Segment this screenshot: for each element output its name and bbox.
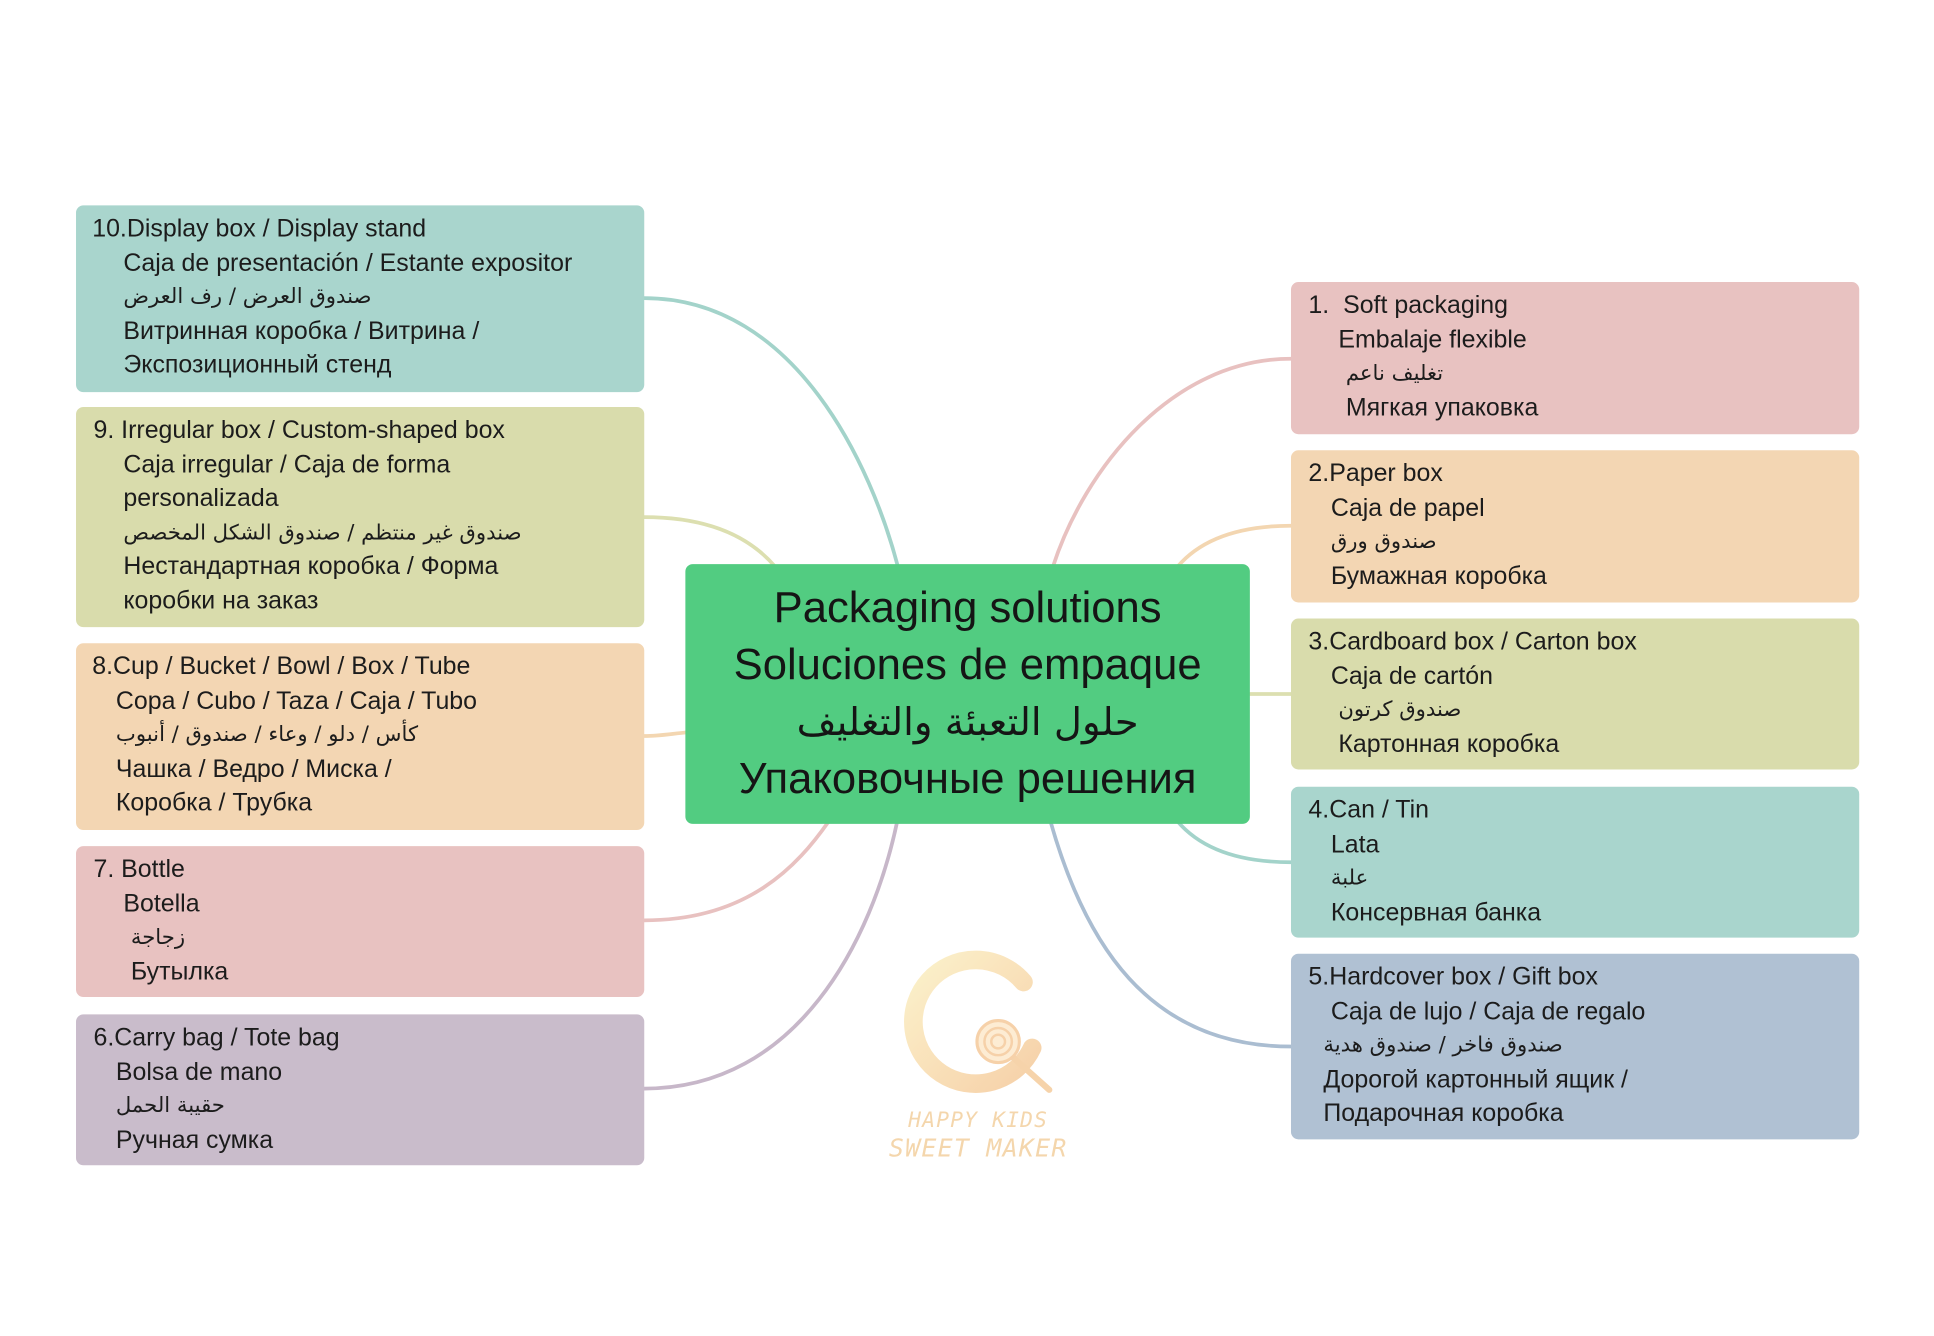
branch-label-english: 10.Display box / Display stand [92,215,427,243]
branch-label-spanish: Embalaje flexible [1338,326,1527,354]
connector-paper-box [1175,523,1293,569]
branch-label-arabic: صندوق غير منتظم / صندوق الشكل المخصص [123,520,522,546]
branch-label-russian: Витринная коробка / Витрина / [123,317,480,345]
branch-label-russian: Бумажная коробка [1330,562,1547,590]
branch-paper-box[interactable]: 2.Paper box Caja de papel صندوق ورق Бума… [1290,450,1860,603]
branch-cup-bucket-bowl[interactable]: 8.Cup / Bucket / Bowl / Box / Tube Copa … [76,643,645,831]
branch-label-english: 1. Soft packaging [1308,291,1508,320]
central-topic-english: Packaging solutions [773,583,1162,633]
branch-label-russian: Дорогой картонный ящик / [1323,1066,1628,1094]
branch-label-russian-cont: Коробка / Трубка [115,789,313,817]
branch-label-russian: Чашка / Ведро / Миска / [115,755,392,783]
branch-label-spanish: Lata [1330,830,1380,859]
branch-label-spanish: Botella [123,890,200,918]
branch-label-russian: Картонная коробка [1338,730,1560,759]
branch-label-russian: Мягкая упаковка [1345,394,1539,422]
branch-bottle[interactable]: 7. Bottle Botella زجاجة Бутылка [76,846,645,998]
lollipop-icon [975,1019,1021,1065]
branch-label-english: 8.Cup / Bucket / Bowl / Box / Tube [92,653,471,681]
branch-label-english: 9. Irregular box / Custom-shaped box [93,416,505,445]
branch-can-tin[interactable]: 4.Can / Tin Lata علبة Консервная банка [1290,786,1860,938]
branch-label-russian-cont: Экспозиционный стенд [123,351,392,379]
branch-label-spanish: Caja de papel [1330,494,1485,522]
branch-label-russian: Консервная банка [1330,899,1542,927]
connector-display-box [642,296,900,566]
branch-label-spanish: Caja irregular / Caja de forma [123,451,451,479]
connector-soft-packaging [1051,356,1293,569]
branch-label-spanish: Copa / Cubo / Taza / Caja / Tubo [115,687,478,715]
branch-label-spanish: Caja de lujo / Caja de regalo [1330,997,1646,1026]
branch-label-english: 7. Bottle [93,856,185,884]
central-topic-spanish: Soluciones de empaque [733,640,1202,690]
branch-irregular-box[interactable]: 9. Irregular box / Custom-shaped box Caj… [76,406,645,628]
branch-label-spanish: Bolsa de mano [115,1058,283,1086]
branch-label-arabic: تغليف ناعم [1345,361,1444,387]
branch-label-arabic: زجاجة [130,925,186,951]
branch-label-arabic: صندوق العرض / رف العرض [123,284,372,310]
branch-label-russian: Нестандартная коробка / Форма [123,553,499,581]
connector-carry-bag [642,819,900,1091]
branch-label-english: 5.Hardcover box / Gift box [1308,963,1598,991]
logo-text-line2: SWEET MAKER [889,1134,1068,1163]
happy-kids-logo: HAPPY KIDS SWEET MAKER [889,950,1068,1163]
branch-label-russian-cont: коробки на заказ [123,587,319,615]
branch-label-spanish-cont: personalizada [123,485,279,513]
central-topic-russian: Упаковочные решения [738,754,1197,803]
branch-label-arabic: صندوق ورق [1330,529,1437,555]
branch-soft-packaging[interactable]: 1. Soft packaging Embalaje flexible تغلي… [1290,282,1860,435]
branch-label-english: 3.Cardboard box / Carton box [1308,628,1637,656]
branch-carry-bag[interactable]: 6.Carry bag / Tote bag Bolsa de mano حقي… [76,1014,645,1166]
connector-bottle [642,819,831,923]
branch-label-english: 6.Carry bag / Tote bag [93,1024,340,1052]
branch-label-arabic: صندوق فاخر / صندوق هدية [1323,1033,1563,1058]
branch-label-arabic: حقيبة الحمل [115,1093,225,1119]
connector-hardcover-box [1048,819,1293,1049]
central-topic[interactable]: Packaging solutions Soluciones de empaqu… [685,564,1250,824]
branch-label-spanish: Caja de presentación / Estante expositor [123,249,573,277]
branch-label-russian-cont: Подарочная коробка [1323,1100,1564,1128]
branch-label-english: 2.Paper box [1308,460,1443,488]
branch-label-arabic: صندوق كرتون [1338,697,1462,723]
connector-can-tin [1175,819,1293,865]
connector-irregular-box [642,515,777,569]
connector-cup-bucket [642,730,690,738]
central-topic-arabic: حلول التعبئة والتغليف [796,700,1139,745]
logo-text-line1: HAPPY KIDS [907,1107,1048,1132]
branch-label-arabic: علبة [1330,866,1369,891]
branch-label-russian: Ручная сумка [115,1126,274,1154]
logo-ring [904,950,1042,1093]
branch-cardboard-box[interactable]: 3.Cardboard box / Carton box Caja de car… [1290,618,1860,770]
branch-label-spanish: Caja de cartón [1330,662,1493,690]
branch-label-arabic: كأس / دلو / وعاء / صندوق / أنبوب [115,722,419,748]
lollipop-stick-icon [1008,1053,1053,1093]
branch-label-russian: Бутылка [130,958,229,986]
branch-hardcover-gift-box[interactable]: 5.Hardcover box / Gift box Caja de lujo … [1290,953,1860,1140]
branch-display-box[interactable]: 10.Display box / Display stand Caja de p… [76,205,645,393]
branch-label-english: 4.Can / Tin [1308,796,1429,824]
